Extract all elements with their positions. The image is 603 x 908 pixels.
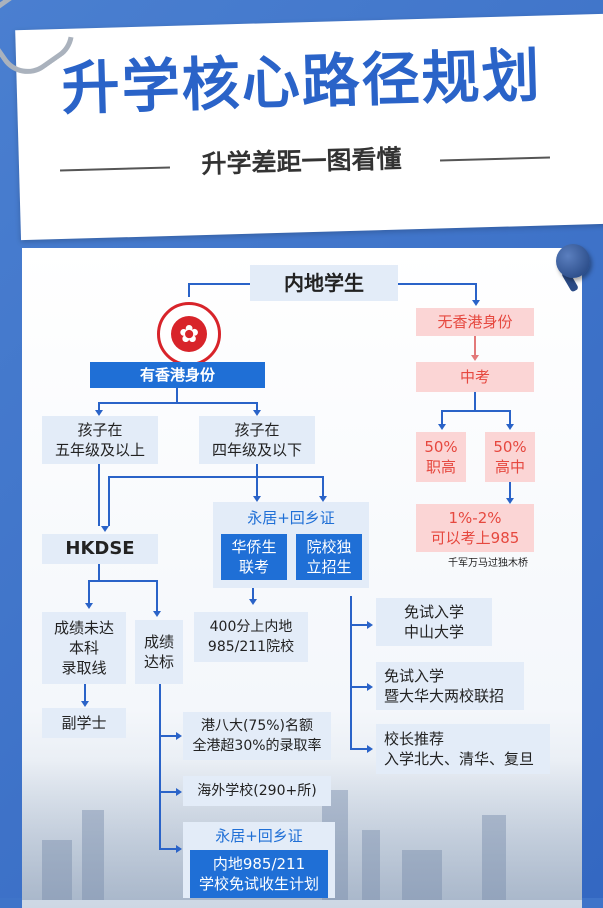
connector bbox=[441, 410, 443, 426]
node-below-line: 成绩未达本科录取线 bbox=[42, 612, 126, 684]
connector bbox=[509, 410, 511, 426]
node-has-hk-id: 有香港身份 bbox=[90, 362, 265, 388]
arrow-icon bbox=[153, 611, 161, 617]
connector bbox=[84, 684, 86, 702]
arrow-icon bbox=[506, 424, 514, 430]
arrow-icon bbox=[472, 300, 480, 306]
node-hk8: 港八大(75%)名额全港超30%的录取率 bbox=[183, 712, 331, 760]
node-zhongkao: 中考 bbox=[416, 362, 534, 392]
connector bbox=[98, 402, 100, 412]
node-root: 内地学生 bbox=[250, 265, 398, 301]
connector bbox=[474, 392, 476, 410]
node-985-rate: 1%-2%可以考上985 bbox=[416, 504, 534, 552]
node-hkdse: HKDSE bbox=[42, 534, 158, 564]
node-pass: 成绩达标 bbox=[135, 620, 183, 684]
node-no-hk-id: 无香港身份 bbox=[416, 308, 534, 336]
node-grade5-above: 孩子在五年级及以上 bbox=[42, 416, 158, 464]
connector bbox=[98, 464, 100, 526]
arrow-icon bbox=[253, 410, 261, 416]
node-independent-admission: 院校独立招生 bbox=[296, 534, 362, 580]
arrow-icon bbox=[176, 732, 182, 740]
node-sysu: 免试入学中山大学 bbox=[376, 598, 492, 646]
connector bbox=[88, 580, 90, 604]
node-highschool: 50%高中 bbox=[485, 432, 535, 482]
arrow-icon bbox=[253, 496, 261, 502]
arrow-icon bbox=[176, 845, 182, 853]
connector bbox=[108, 476, 324, 478]
connector bbox=[159, 684, 161, 850]
connector bbox=[256, 476, 258, 498]
connector bbox=[188, 283, 190, 297]
hk-emblem-icon: ✿ bbox=[157, 302, 221, 366]
connector bbox=[252, 588, 254, 600]
connector bbox=[256, 402, 258, 412]
connector bbox=[474, 336, 476, 356]
node-associate-degree: 副学士 bbox=[42, 708, 126, 738]
arrow-icon bbox=[319, 496, 327, 502]
node-vocational: 50%职高 bbox=[416, 432, 466, 482]
arrow-icon bbox=[81, 701, 89, 707]
arrow-icon bbox=[438, 424, 446, 430]
connector bbox=[475, 283, 477, 301]
arrow-icon bbox=[95, 410, 103, 416]
arrow-icon bbox=[367, 621, 373, 629]
node-principal: 校长推荐入学北大、清华、复旦 bbox=[376, 724, 550, 774]
skyline-image bbox=[22, 760, 582, 900]
arrow-icon bbox=[176, 788, 182, 796]
arrow-icon bbox=[367, 683, 373, 691]
arrow-icon bbox=[506, 498, 514, 504]
node-overseas-chinese-exam: 华侨生联考 bbox=[221, 534, 287, 580]
connector bbox=[156, 580, 158, 612]
connector bbox=[509, 482, 511, 500]
connector bbox=[350, 686, 368, 688]
node-grade4-below: 孩子在四年级及以下 bbox=[199, 416, 315, 464]
page-title: 升学核心路径规划 bbox=[60, 41, 543, 123]
node-jinan: 免试入学暨大华大两校联招 bbox=[376, 662, 524, 710]
connector bbox=[350, 748, 368, 750]
connector bbox=[350, 596, 352, 750]
node-overseas-schools: 海外学校(290+所) bbox=[183, 776, 331, 806]
connector bbox=[398, 283, 476, 285]
arrow-icon bbox=[471, 355, 479, 361]
connector bbox=[256, 464, 258, 476]
connector bbox=[98, 402, 258, 404]
connector bbox=[441, 410, 511, 412]
connector bbox=[188, 283, 250, 285]
connector bbox=[159, 791, 177, 793]
note-text: 千军万马过独木桥 bbox=[448, 558, 528, 569]
pushpin-icon bbox=[556, 244, 590, 278]
arrow-icon bbox=[101, 526, 109, 532]
arrow-icon bbox=[249, 599, 257, 605]
connector bbox=[108, 476, 110, 526]
connector bbox=[88, 580, 158, 582]
connector bbox=[322, 476, 324, 498]
connector bbox=[98, 564, 100, 580]
connector bbox=[159, 848, 177, 850]
connector bbox=[350, 624, 368, 626]
arrow-icon bbox=[367, 745, 373, 753]
connector bbox=[176, 388, 178, 402]
connector bbox=[159, 735, 177, 737]
arrow-icon bbox=[85, 603, 93, 609]
